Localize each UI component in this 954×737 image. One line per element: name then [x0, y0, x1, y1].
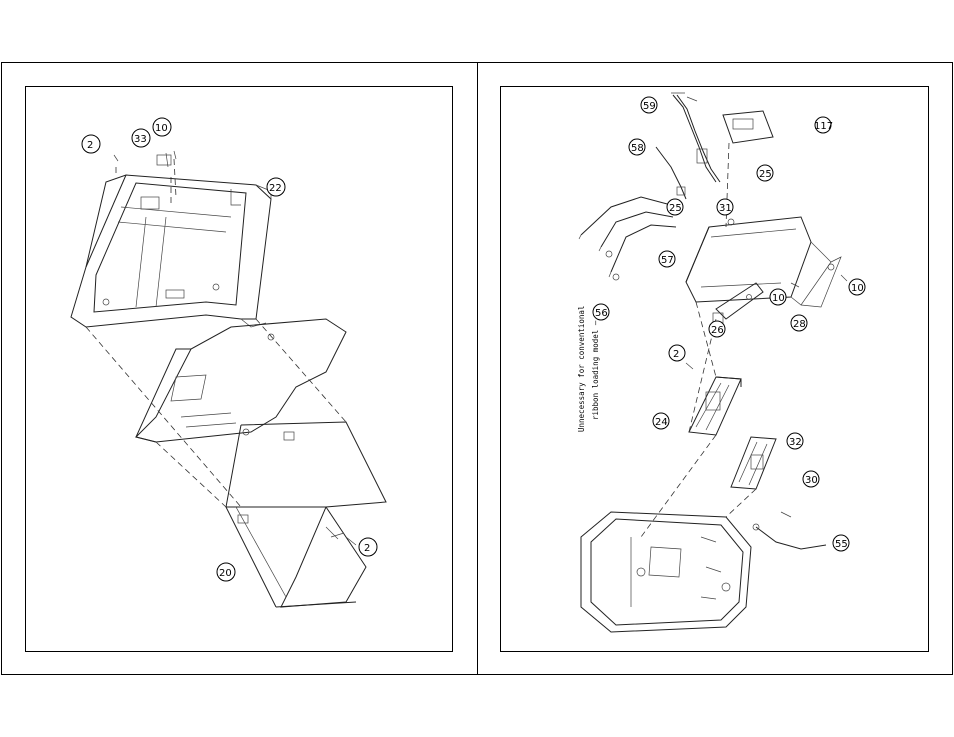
exploded-view-right: Unnecessary for conventional ribbon load…	[500, 86, 929, 652]
callout-10-a: 10	[770, 289, 786, 305]
middle-cover-part	[136, 319, 346, 442]
tray-24	[689, 377, 741, 435]
callout-25-a: 25	[757, 165, 773, 181]
board-117	[723, 111, 773, 143]
svg-text:30: 30	[805, 475, 818, 486]
callout-117: 117	[814, 117, 833, 133]
callout-2: 2	[669, 345, 685, 361]
callout-25-b: 25	[667, 199, 683, 215]
svg-text:25: 25	[669, 203, 682, 214]
callout-20: 20	[217, 563, 235, 581]
svg-text:59: 59	[643, 101, 656, 112]
note-line1: Unnecessary for conventional	[577, 306, 586, 432]
cable-58	[656, 147, 686, 199]
svg-text:26: 26	[711, 325, 724, 336]
svg-text:25: 25	[759, 169, 772, 180]
svg-text:10: 10	[155, 123, 168, 134]
svg-text:2: 2	[673, 349, 679, 360]
callout-22: 22	[267, 178, 285, 196]
svg-text:28: 28	[793, 319, 806, 330]
svg-text:56: 56	[595, 308, 608, 319]
svg-text:2: 2	[87, 140, 93, 151]
lower-tray-part	[226, 422, 386, 607]
callout-55: 55	[833, 535, 849, 551]
svg-text:31: 31	[719, 203, 732, 214]
right-drawing: Unnecessary for conventional ribbon load…	[501, 87, 930, 653]
callout-26: 26	[709, 321, 725, 337]
callout-10: 10	[153, 118, 171, 136]
wire-harness-57	[579, 197, 676, 280]
svg-text:32: 32	[789, 437, 802, 448]
callout-58: 58	[629, 139, 645, 155]
svg-text:33: 33	[134, 134, 147, 145]
panel-divider	[477, 62, 478, 675]
callout-32: 32	[787, 433, 803, 449]
cable-55	[753, 524, 826, 549]
callout-56: 56	[593, 304, 609, 320]
note-text: Unnecessary for conventional ribbon load…	[577, 306, 600, 432]
callout-2-bottom: 2	[359, 538, 377, 556]
cable-assembly-59	[671, 93, 720, 182]
bracket-26	[713, 283, 763, 323]
callout-24: 24	[653, 413, 669, 429]
note-line2: ribbon loading model —	[591, 320, 600, 420]
callout-59: 59	[641, 97, 657, 113]
callout-10-b: 10	[849, 279, 865, 295]
svg-text:22: 22	[269, 183, 282, 194]
base-chassis	[581, 512, 751, 632]
exploded-view-left: 2 33 10 22 20 2	[25, 86, 453, 652]
svg-text:55: 55	[835, 539, 848, 550]
svg-text:10: 10	[772, 293, 785, 304]
svg-text:20: 20	[219, 568, 232, 579]
board-32	[731, 437, 776, 489]
callout-31: 31	[717, 199, 733, 215]
callout-28: 28	[791, 315, 807, 331]
svg-text:10: 10	[851, 283, 864, 294]
svg-text:58: 58	[631, 143, 644, 154]
callout-30: 30	[803, 471, 819, 487]
bracket-31	[686, 217, 841, 307]
svg-text:24: 24	[655, 417, 668, 428]
callout-2-top: 2	[82, 135, 100, 153]
svg-text:57: 57	[661, 255, 674, 266]
left-drawing: 2 33 10 22 20 2	[26, 87, 454, 653]
callout-33: 33	[132, 129, 150, 147]
callout-57: 57	[659, 251, 675, 267]
svg-text:2: 2	[364, 543, 370, 554]
svg-text:117: 117	[814, 121, 833, 132]
